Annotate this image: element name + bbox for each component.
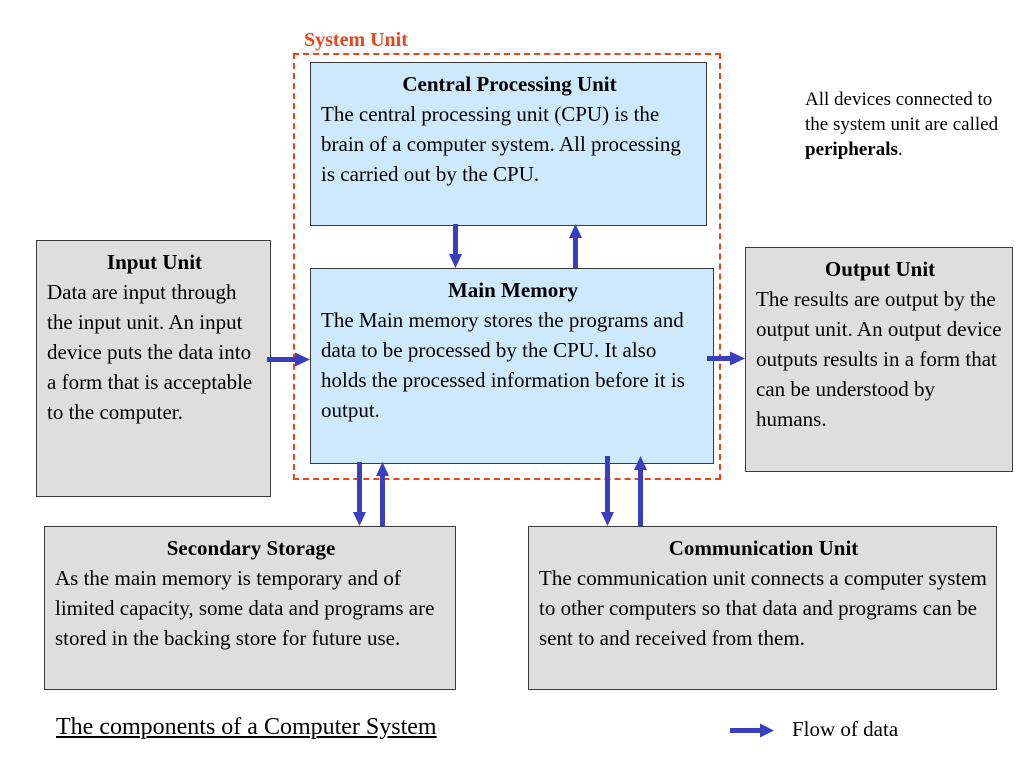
system-unit-boundary: [293, 53, 721, 480]
main-memory-text: The Main memory stores the programs and …: [321, 308, 685, 422]
cpu-box: Central Processing Unit The central proc…: [310, 62, 707, 226]
communication-unit-box: Communication Unit The communication uni…: [528, 526, 997, 690]
cpu-text: The central processing unit (CPU) is the…: [321, 102, 681, 186]
diagram-caption: The components of a Computer System: [56, 714, 437, 740]
input-unit-text: Data are input through the input unit. A…: [47, 280, 253, 424]
legend-arrow-icon: [730, 723, 774, 738]
input-unit-title: Input Unit: [106, 250, 203, 274]
output-unit-text: The results are output by the output uni…: [756, 287, 1002, 431]
cpu-title: Central Processing Unit: [402, 72, 617, 96]
communication-unit-text: The communication unit connects a comput…: [539, 566, 987, 650]
output-unit-box: Output Unit The results are output by th…: [745, 247, 1013, 472]
input-unit-box: Input Unit Data are input through the in…: [36, 240, 271, 497]
secondary-storage-title: Secondary Storage: [166, 536, 336, 560]
output-unit-title: Output Unit: [824, 257, 936, 281]
peripherals-note-prefix: All devices connected to the system unit…: [805, 89, 999, 135]
legend-label: Flow of data: [792, 717, 899, 741]
system-unit-label: System Unit: [304, 29, 408, 51]
secondary-storage-text: As the main memory is temporary and of l…: [55, 566, 435, 650]
peripherals-note-emphasis: peripherals: [805, 139, 898, 160]
main-memory-title: Main Memory: [447, 278, 579, 302]
main-memory-box: Main Memory The Main memory stores the p…: [310, 268, 714, 464]
peripherals-note: All devices connected to the system unit…: [805, 87, 1005, 162]
communication-unit-title: Communication Unit: [668, 536, 859, 560]
peripherals-note-suffix: .: [897, 139, 903, 160]
secondary-storage-box: Secondary Storage As the main memory is …: [44, 526, 456, 690]
